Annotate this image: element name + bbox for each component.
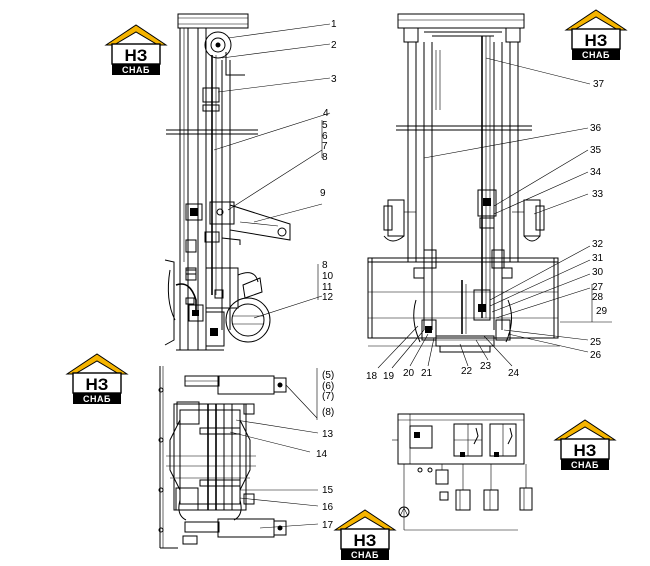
logo-word: СНАБ <box>122 65 150 75</box>
callout-label: 33 <box>592 189 604 200</box>
callout-label: 17 <box>322 520 334 531</box>
side-view-leaders <box>213 23 331 319</box>
callout-label: 28 <box>592 292 604 303</box>
callout-label: 8 <box>322 260 328 271</box>
callout-label: 36 <box>590 123 602 134</box>
logo-letters: НЗ <box>86 375 109 394</box>
callout-label: (6) <box>322 381 334 392</box>
mast-section-view <box>158 366 287 549</box>
callout-label: 25 <box>590 337 602 348</box>
callout-label: 4 <box>323 108 329 119</box>
logo-roof <box>564 9 628 31</box>
callout-label: 37 <box>593 79 605 90</box>
logo-top-left: НЗ СНАБ <box>104 24 168 75</box>
callout-label: 2 <box>331 40 337 51</box>
logo-roof <box>65 353 129 375</box>
callout-label: 21 <box>421 368 433 379</box>
callout-label: 13 <box>322 429 334 440</box>
logo-roof <box>553 419 617 441</box>
logo-mid-left: НЗ СНАБ <box>65 353 129 404</box>
callout-label: 31 <box>592 253 604 264</box>
callout-label: 35 <box>590 145 602 156</box>
callout-label: 22 <box>461 366 473 377</box>
section-view-leaders <box>229 368 319 529</box>
logo-roof <box>333 509 397 531</box>
callout-label: 8 <box>322 152 328 163</box>
callout-label: 34 <box>590 167 602 178</box>
mast-front-view <box>367 13 612 353</box>
callout-label: 24 <box>508 368 520 379</box>
callout-label: 19 <box>383 371 395 382</box>
logo-word: СНАБ <box>83 394 111 404</box>
hydraulic-schematic <box>392 413 533 531</box>
logo-word: СНАБ <box>582 50 610 60</box>
logo-word: СНАБ <box>571 460 599 470</box>
callout-label: 7 <box>322 141 328 152</box>
callout-label: (8) <box>322 407 334 418</box>
logo-bottom-right: НЗ СНАБ <box>553 419 617 470</box>
callout-label: 9 <box>320 188 326 199</box>
logo-bottom-center: НЗ СНАБ <box>333 509 397 560</box>
callout-label: 3 <box>331 74 337 85</box>
callout-label: 16 <box>322 502 334 513</box>
callout-label: 12 <box>322 292 334 303</box>
callout-label: (7) <box>322 391 334 402</box>
logo-top-right: НЗ СНАБ <box>564 9 628 60</box>
logo-letters: НЗ <box>125 46 148 65</box>
logo-roof <box>104 24 168 46</box>
callout-label: 11 <box>322 282 333 293</box>
callout-label: 1 <box>331 19 337 30</box>
callout-label: 10 <box>322 271 334 282</box>
callout-label: 18 <box>366 371 378 382</box>
logo-letters: НЗ <box>354 531 377 550</box>
callout-label: 5 <box>322 120 328 131</box>
front-view-leaders <box>377 57 593 369</box>
callout-labels: 1 2 3 4 5 6 7 8 9 8 10 11 12 (5) (6) (7)… <box>316 19 608 531</box>
callout-label: 6 <box>322 131 328 142</box>
logo-letters: НЗ <box>585 31 608 50</box>
callout-label: 20 <box>403 368 415 379</box>
callout-label: 15 <box>322 485 334 496</box>
callout-label: 32 <box>592 239 604 250</box>
logo-letters: НЗ <box>574 441 597 460</box>
callout-label: 26 <box>590 350 602 361</box>
callout-label: 23 <box>480 361 492 372</box>
callout-label: (5) <box>322 370 334 381</box>
mast-side-view <box>164 13 291 351</box>
callout-label: 30 <box>592 267 604 278</box>
logo-word: СНАБ <box>351 550 379 560</box>
callout-label: 27 <box>592 282 604 293</box>
callout-label: 29 <box>596 306 608 317</box>
callout-label: 14 <box>316 449 328 460</box>
